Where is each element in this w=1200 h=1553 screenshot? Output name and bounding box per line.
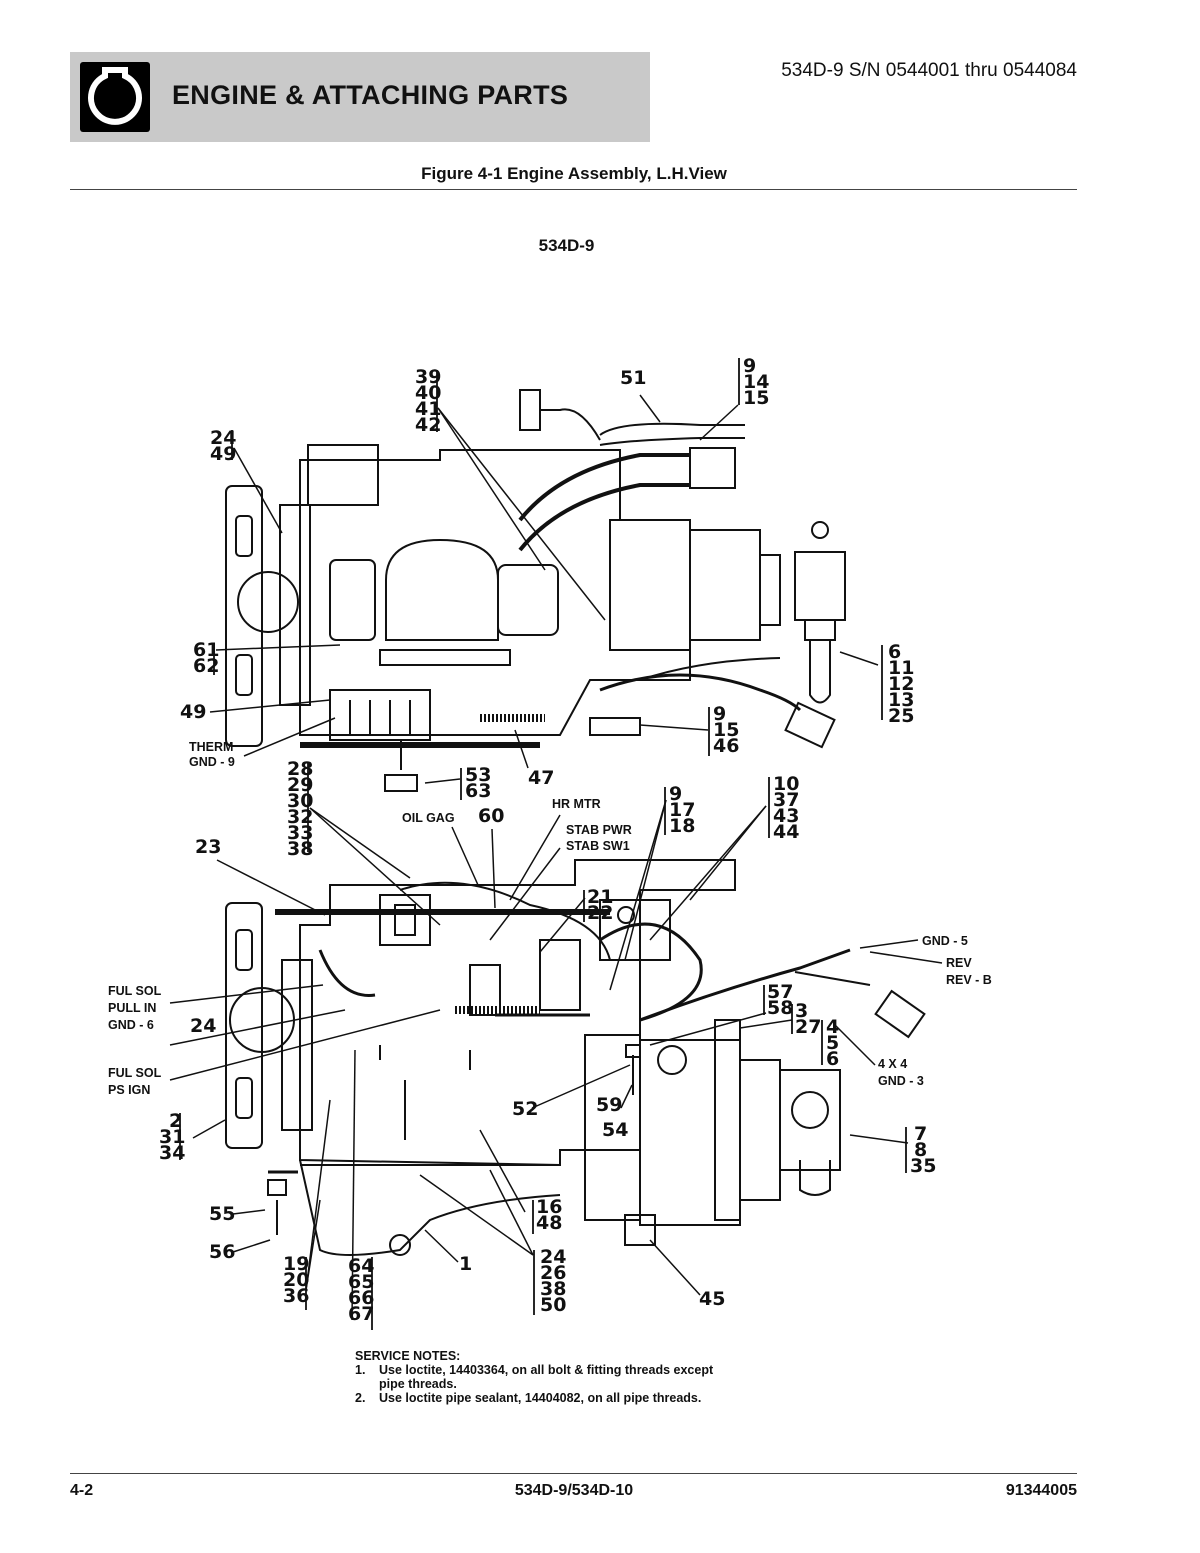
page-title: ENGINE & ATTACHING PARTS xyxy=(172,80,569,110)
callout-54: 54 xyxy=(602,1119,628,1141)
footer-model: 534D-9/534D-10 xyxy=(514,1482,634,1499)
hr-mtr-label: HR MTR xyxy=(552,797,601,811)
gnd-5-label: GND - 5 xyxy=(922,934,968,948)
note-number: 1. xyxy=(355,1363,366,1377)
header-rule xyxy=(70,189,1077,190)
callout-55: 55 xyxy=(209,1203,235,1225)
note-number: 2. xyxy=(355,1391,366,1405)
callout-51: 51 xyxy=(620,367,646,389)
service-notes: SERVICE NOTES: 1. Use loctite, 14403364,… xyxy=(355,1349,713,1405)
callout-1: 1 xyxy=(459,1253,472,1275)
bottom-engine-drawing xyxy=(225,859,926,1256)
note-text: Use loctite pipe sealant, 14404082, on a… xyxy=(379,1391,702,1405)
footer-rule xyxy=(70,1473,1077,1474)
engine-icon xyxy=(80,62,150,132)
service-note-2: 2. Use loctite pipe sealant, 14404082, o… xyxy=(355,1391,713,1405)
doc-number: 91344005 xyxy=(1005,1482,1077,1499)
model-label: 534D-9 xyxy=(538,236,595,255)
callout-52: 52 xyxy=(512,1098,538,1120)
header-banner: ENGINE & ATTACHING PARTS xyxy=(70,52,650,142)
callout-bars xyxy=(179,358,907,1330)
callout-59: 59 xyxy=(596,1094,622,1116)
page-number: 4-2 xyxy=(70,1482,94,1499)
callout-49: 49 xyxy=(180,701,206,723)
leader-lines xyxy=(169,394,943,1321)
callout-24-mid: 24 xyxy=(190,1015,216,1037)
callout-45: 45 xyxy=(699,1288,725,1310)
service-note-1: 1. Use loctite, 14403364, on all bolt & … xyxy=(355,1363,713,1377)
callout-60: 60 xyxy=(478,805,504,827)
callout-23: 23 xyxy=(195,836,221,858)
oil-gag-label: OIL GAG xyxy=(402,811,455,825)
top-engine-drawing xyxy=(225,389,846,792)
service-notes-heading: SERVICE NOTES: xyxy=(355,1349,461,1363)
serial-range: 534D-9 S/N 0544001 thru 0544084 xyxy=(781,60,1077,81)
callout-47: 47 xyxy=(528,767,554,789)
service-note-1-continued: pipe threads. xyxy=(379,1377,457,1391)
note-text: Use loctite, 14403364, on all bolt & fit… xyxy=(379,1363,714,1377)
callout-56: 56 xyxy=(209,1241,235,1263)
figure-title: Figure 4-1 Engine Assembly, L.H.View xyxy=(421,164,727,183)
